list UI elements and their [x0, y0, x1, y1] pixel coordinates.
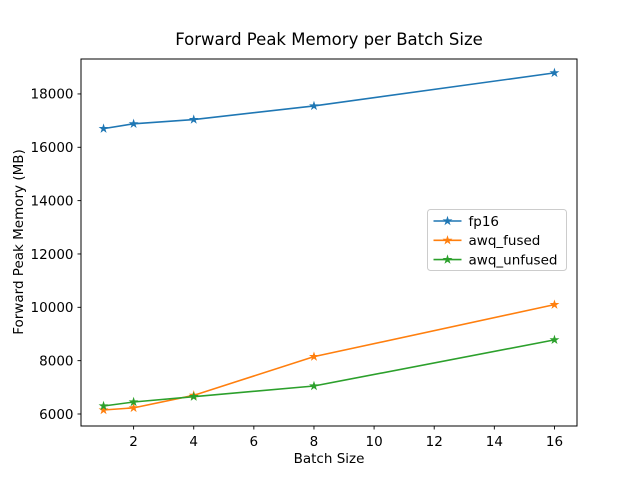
marker-star-awq_unfused	[549, 334, 560, 345]
series-line-awq_unfused	[102, 339, 556, 407]
marker-star-awq_fused	[128, 402, 139, 413]
marker-star-fp16	[188, 114, 199, 124]
x-tick-label: 4	[189, 434, 198, 450]
marker-star-awq_unfused	[98, 400, 109, 411]
y-tick-label: 6000	[39, 407, 73, 423]
x-axis-label: Batch Size	[294, 451, 365, 467]
legend: fp16 awq_fused awq_unfused	[427, 209, 567, 271]
marker-star-awq_unfused	[188, 391, 199, 401]
legend-label-awq_fused: awq_fused	[469, 233, 541, 249]
marker-star-awq_unfused	[309, 380, 319, 391]
marker-star-awq_fused	[309, 351, 319, 361]
plot-border	[80, 58, 578, 427]
marker-star-awq_fused	[98, 404, 109, 415]
marker-star-fp16	[98, 123, 109, 133]
x-tick-label: 16	[546, 434, 563, 450]
legend-label-awq_unfused: awq_unfused	[469, 252, 558, 268]
x-tick-label: 6	[250, 434, 259, 450]
x-tick-label: 10	[365, 434, 382, 450]
marker-star-fp16	[128, 118, 139, 129]
legend-marker-fp16	[442, 215, 453, 226]
y-tick-label: 16000	[31, 140, 74, 156]
marker-star-awq_fused	[549, 299, 560, 309]
y-tick-label: 18000	[31, 87, 74, 103]
x-tick-label: 2	[129, 434, 138, 450]
marker-star-awq_unfused	[128, 396, 139, 407]
y-tick-label: 10000	[31, 300, 74, 316]
series-line-awq_fused	[102, 303, 556, 411]
y-tick-label: 14000	[31, 193, 74, 209]
legend-marker-awq_unfused	[442, 254, 453, 264]
legend-marker-awq_fused	[442, 235, 453, 245]
legend-label-fp16: fp16	[469, 214, 500, 230]
y-tick-label: 12000	[31, 247, 74, 263]
plot-area: 2 4 6 8 10 12 14 16 6000 8000 10000 12000 14000 16000…	[31, 58, 578, 450]
x-tick-label: 12	[426, 434, 443, 450]
y-tick-label: 8000	[39, 353, 73, 369]
marker-star-fp16	[309, 100, 319, 111]
legend-box	[427, 209, 567, 271]
x-tick-label: 14	[486, 434, 503, 450]
chart-title: Forward Peak Memory per Batch Size	[175, 30, 483, 49]
series-line-fp16	[102, 72, 556, 130]
x-tick-label: 8	[310, 434, 319, 450]
y-axis-label: Forward Peak Memory (MB)	[11, 149, 27, 335]
marker-star-fp16	[549, 67, 560, 78]
